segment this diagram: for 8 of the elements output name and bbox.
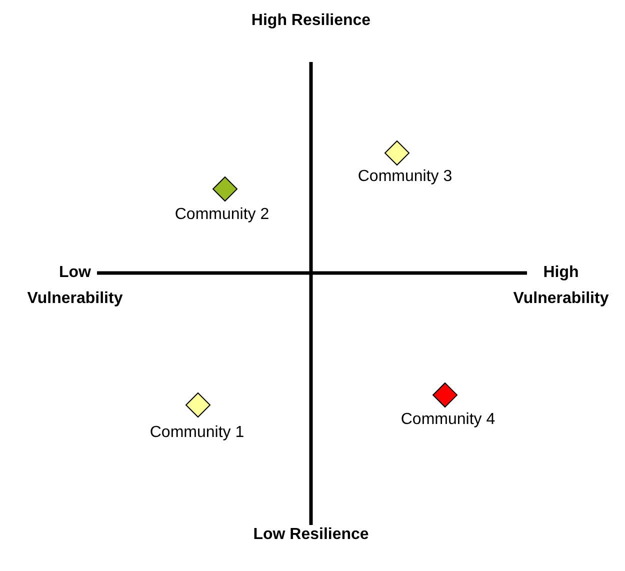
community-label: Community 4 [400,411,496,429]
axis-label: High Vulnerability [512,263,610,309]
axis-label: High Resilience [251,11,371,31]
axis-label: Low Vulnerability [26,263,124,309]
axis-label: Low Resilience [252,525,370,545]
community-label: Community 2 [174,206,270,224]
community-label: Community 3 [358,168,452,186]
community-label: Community 1 [150,424,244,442]
